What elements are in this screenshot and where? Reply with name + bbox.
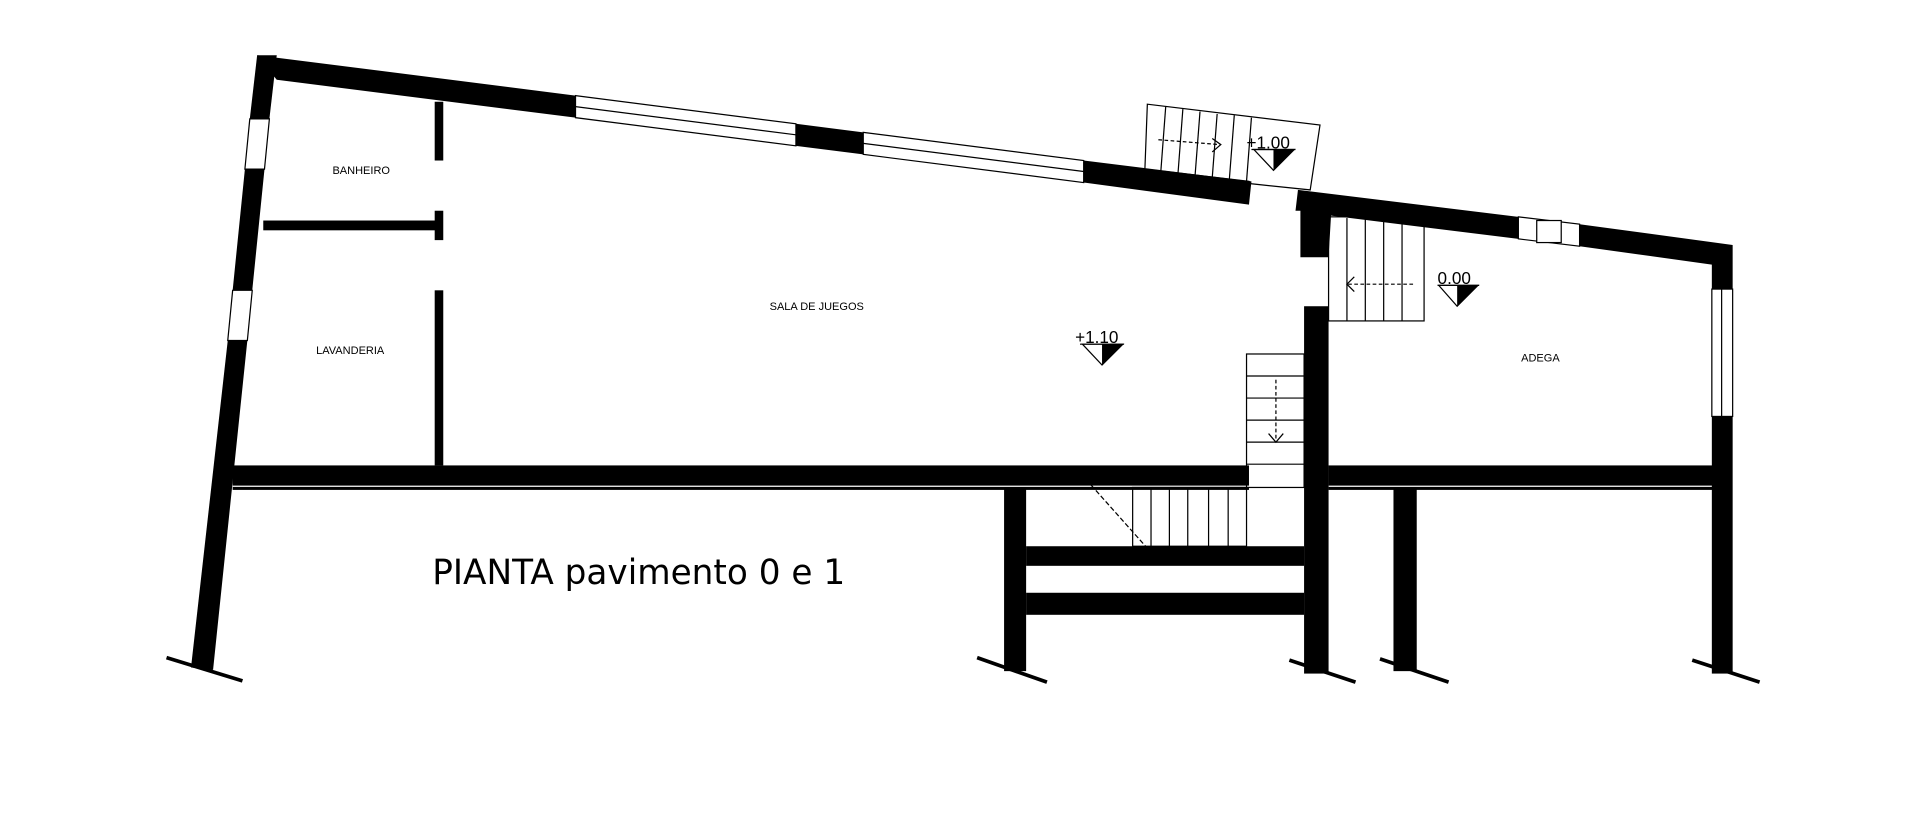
interior-walls xyxy=(232,101,1715,674)
room-label-adega: ADEGA xyxy=(1521,352,1560,364)
level-value: +1.10 xyxy=(1075,327,1118,347)
east-wall xyxy=(1711,288,1734,674)
level-marker-110: +1.10 xyxy=(1075,327,1125,366)
level-marker-100: +1.00 xyxy=(1247,132,1296,172)
ground-lines xyxy=(165,655,1761,684)
stair-exterior xyxy=(1144,103,1321,191)
stair-adega xyxy=(1327,216,1425,322)
north-wall xyxy=(257,55,1733,290)
level-value: 0.00 xyxy=(1438,268,1471,288)
level-value: +1.00 xyxy=(1247,132,1290,152)
room-label-banheiro: BANHEIRO xyxy=(332,165,390,177)
room-label-sala-de-juegos: SALA DE JUEGOS xyxy=(770,301,864,313)
room-label-lavanderia: LAVANDERIA xyxy=(316,345,385,357)
drawing-title: PIANTA pavimento 0 e 1 xyxy=(432,553,845,593)
west-wall xyxy=(191,55,277,670)
stair-interior xyxy=(1080,353,1305,564)
level-marker-000: 0.00 xyxy=(1437,268,1480,308)
